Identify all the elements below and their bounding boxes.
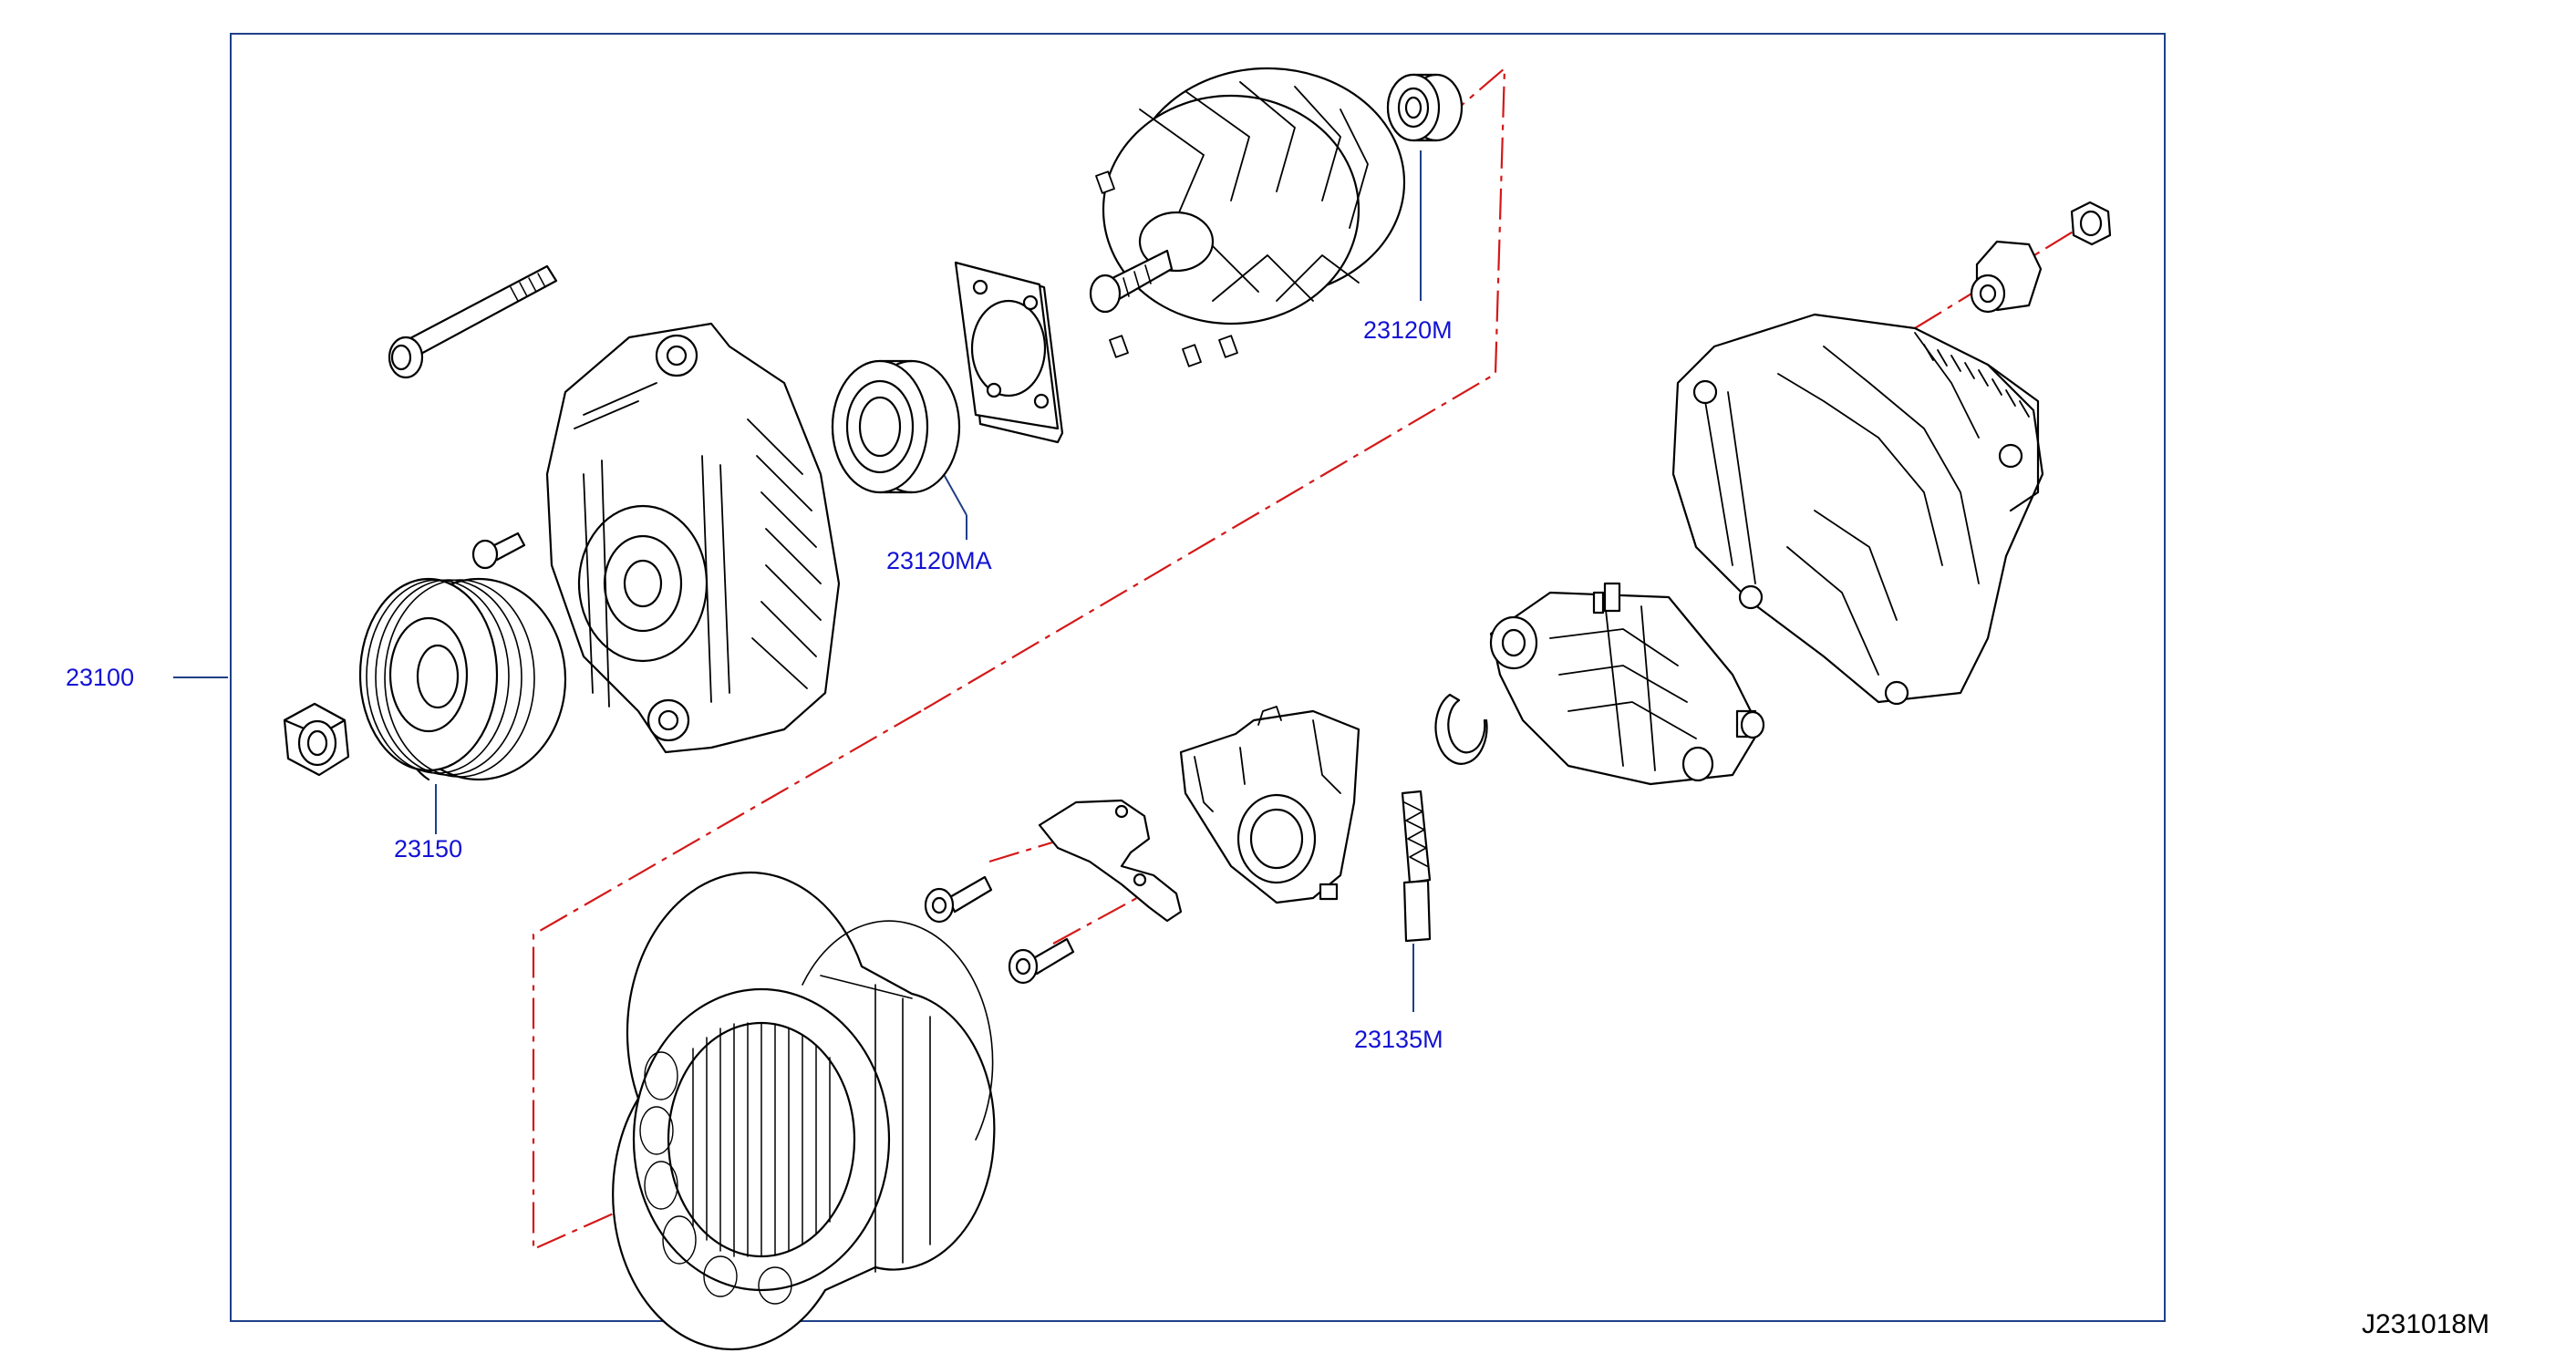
- stator: [612, 871, 996, 1351]
- phantom-line-screw-b: [1052, 888, 1154, 945]
- screw-b: [1008, 937, 1075, 985]
- rear-housing: [1671, 313, 2044, 706]
- phantom-line-upper: [920, 66, 1506, 712]
- through-bolt: [388, 264, 558, 379]
- label-assembly: 23100: [66, 664, 135, 691]
- screw-a: [924, 875, 993, 924]
- assembly-frame: [230, 33, 2166, 1322]
- rectifier: [1489, 582, 1765, 786]
- rear-bearing: [1386, 73, 1464, 142]
- front-bearing: [831, 359, 961, 494]
- label-pulley: 23150: [394, 835, 463, 862]
- retainer-plate: [954, 261, 1064, 444]
- rotor: [1089, 67, 1406, 367]
- clip-bracket: [1038, 799, 1183, 923]
- leader-bearing: [940, 469, 967, 516]
- pulley-screw: [471, 532, 526, 570]
- brush: [1401, 790, 1432, 943]
- rear-nut: [2070, 201, 2112, 246]
- terminal-insulator: [1970, 240, 2043, 314]
- front-housing: [545, 322, 841, 754]
- label-bearing: 23120MA: [886, 547, 992, 574]
- label-brush: 23135M: [1354, 1026, 1443, 1053]
- phantom-line-lower: [532, 710, 922, 1251]
- pulley-nut: [283, 702, 350, 777]
- parts: [283, 67, 2112, 1351]
- leader-lines: [173, 150, 1422, 1012]
- pulley: [358, 577, 567, 781]
- snap-ring: [1434, 693, 1488, 765]
- regulator: [1179, 706, 1360, 904]
- label-rear-bearing: 23120M: [1363, 316, 1453, 344]
- diagram-reference-code: J231018M: [2362, 1309, 2490, 1339]
- phantom-line-nut: [1914, 227, 2080, 329]
